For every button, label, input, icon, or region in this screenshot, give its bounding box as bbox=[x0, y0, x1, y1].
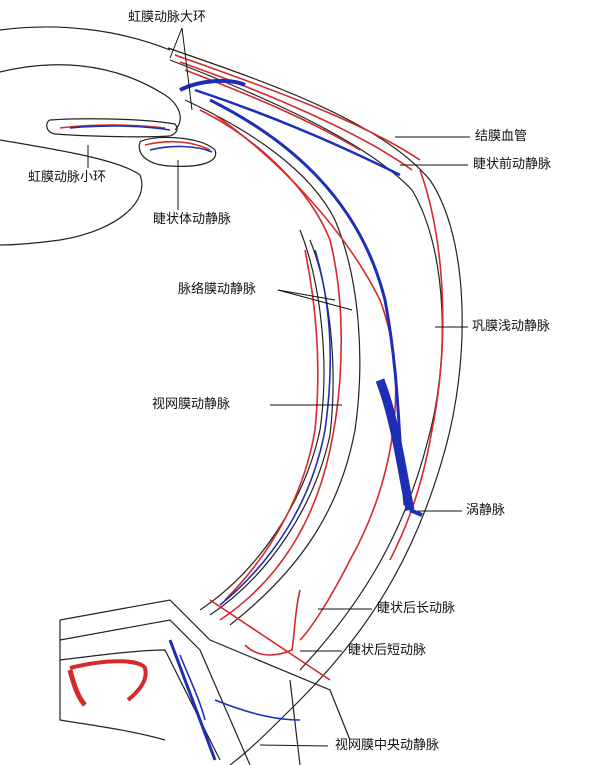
label-central-retinal-vessels: 视网膜中央动静脉 bbox=[335, 738, 440, 753]
arteries bbox=[59, 54, 444, 707]
label-long-posterior-ciliary-artery: 睫状后长动脉 bbox=[377, 601, 456, 616]
label-minor-arterial-circle: 虹膜动脉小环 bbox=[28, 170, 107, 185]
label-retinal-vessels: 视网膜动静脉 bbox=[152, 397, 231, 412]
label-conjunctival-vessels: 结膜血管 bbox=[475, 129, 528, 144]
label-vortex-vein: 涡静脉 bbox=[466, 503, 506, 518]
label-choroidal-vessels: 脉络膜动静脉 bbox=[178, 282, 257, 297]
label-major-arterial-circle: 虹膜动脉大环 bbox=[128, 10, 207, 25]
label-episcleral-vessels: 巩膜浅动静脉 bbox=[472, 319, 551, 334]
veins bbox=[69, 78, 423, 761]
leader-lines bbox=[87, 27, 470, 747]
label-short-posterior-ciliary-artery: 睫状后短动脉 bbox=[348, 643, 427, 658]
label-anterior-ciliary-vessels: 睫状前动静脉 bbox=[473, 157, 552, 172]
eye-outline bbox=[0, 26, 463, 765]
label-ciliary-body-vessels: 睫状体动静脉 bbox=[153, 212, 232, 227]
